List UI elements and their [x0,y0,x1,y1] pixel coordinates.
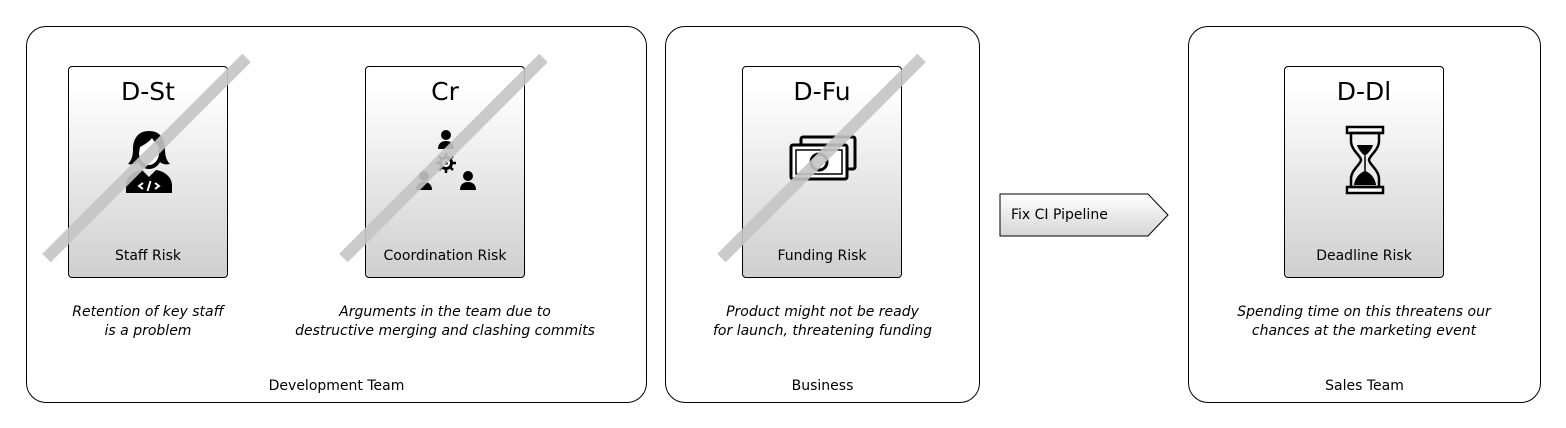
risk-code: Cr [431,77,459,106]
risk-description: Product might not be ready for launch, t… [713,304,932,339]
risk-description: Arguments in the team due to destructive… [295,304,595,339]
risk-code: D-Dl [1336,77,1392,106]
group-label: Business [791,378,854,394]
risk-card-deadline: D-Dl Deadline Risk [1284,66,1444,278]
risk-name: Coordination Risk [383,248,507,264]
action-arrow-box: Fix CI Pipeline [999,193,1169,237]
risk-name: Deadline Risk [1316,248,1412,264]
risk-name: Funding Risk [777,248,867,264]
action-label: Fix CI Pipeline [1011,207,1108,223]
arrow-shape [999,193,1169,237]
group-label: Development Team [268,378,405,394]
risk-code: D-St [121,77,175,106]
risk-name: Staff Risk [114,248,182,264]
risk-description: Retention of key staff is a problem [72,304,224,339]
group-label: Sales Team [1325,378,1404,394]
hourglass-icon [1345,125,1385,195]
risk-code: D-Fu [793,77,851,106]
risk-description: Spending time on this threatens our chan… [1237,304,1491,339]
